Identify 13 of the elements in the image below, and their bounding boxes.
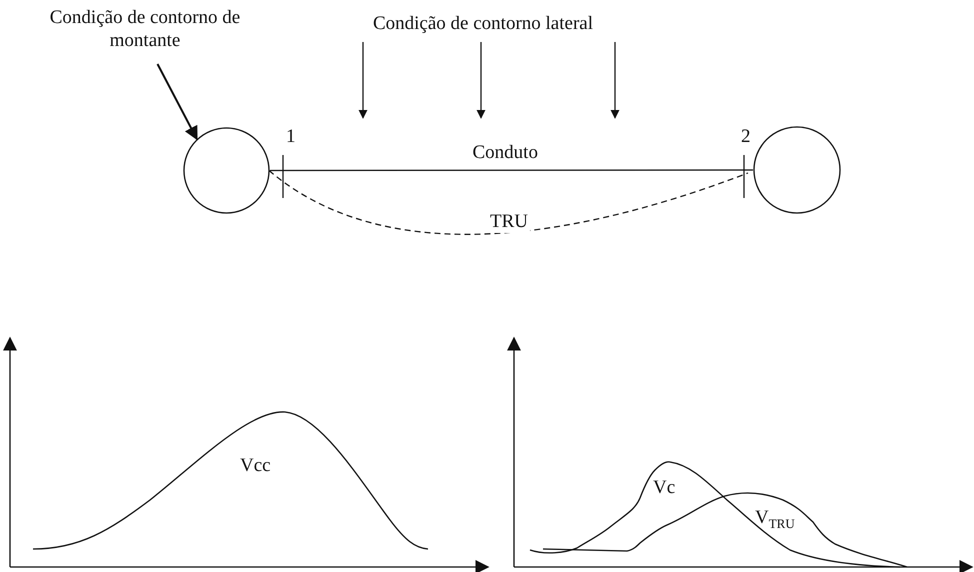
section-number: 2: [740, 126, 752, 148]
section-number: 1: [285, 126, 296, 148]
dashed-curve: [268, 170, 748, 235]
arrow: [610, 42, 620, 119]
curve-label: V$_{TRU}$: [754, 507, 796, 533]
curve-label: Vcc: [239, 455, 272, 477]
curve-label: Vc: [652, 477, 676, 499]
annotation-text: Condição de contorno de montante: [48, 6, 242, 52]
arrow: [156, 64, 198, 140]
arrow: [476, 42, 486, 119]
pipe-line: [270, 169, 753, 172]
arrow: [358, 42, 368, 119]
annotation-text: Condição de contorno lateral: [372, 12, 594, 35]
